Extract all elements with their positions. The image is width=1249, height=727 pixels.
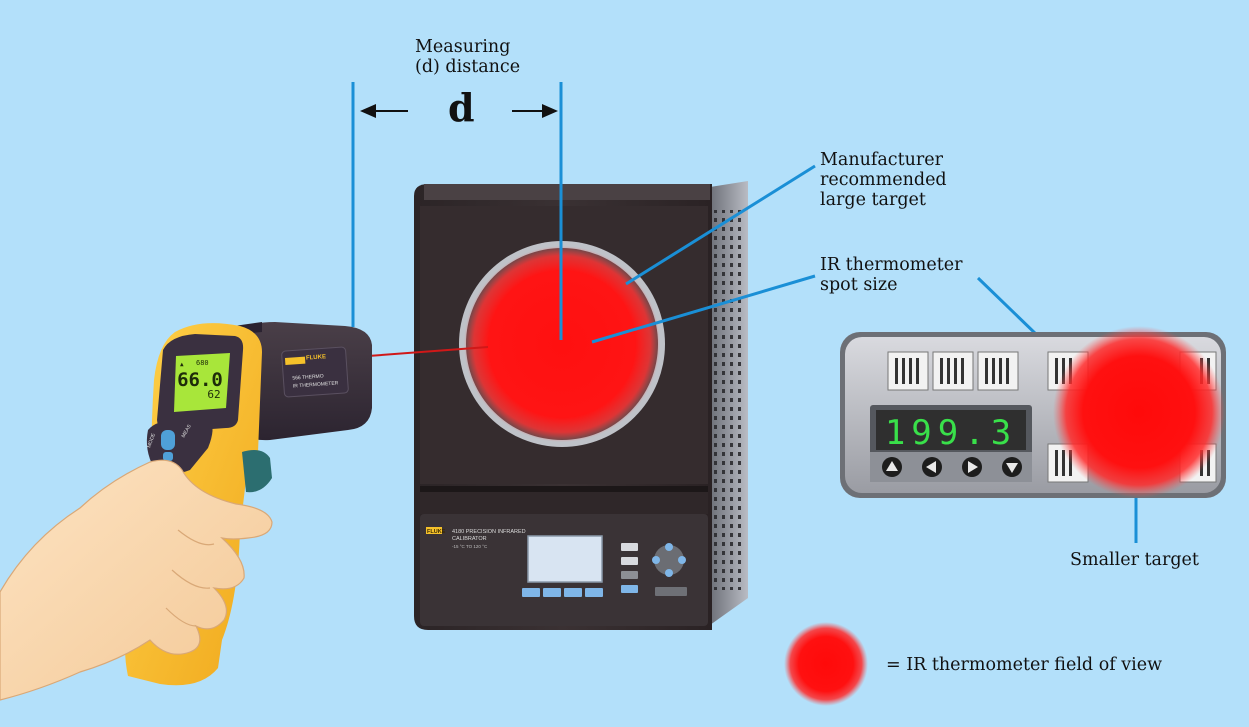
spot-size-leader <box>591 274 816 344</box>
gun-brand-logo <box>284 356 306 366</box>
calibrator-range: -15 °C TO 120 °C <box>452 544 488 549</box>
legend-field-of-view-dot <box>784 622 868 706</box>
spot-size-line2: spot size <box>820 275 898 295</box>
calibrator-vents <box>712 210 746 590</box>
ir-calibrator: FLUKE 4180 PRECISION INFRARED CALIBRATOR… <box>414 181 748 630</box>
spot-size-line1: IR thermometer <box>820 255 963 275</box>
large-target-spot <box>464 246 660 442</box>
calibrator-key-2[interactable] <box>621 557 638 565</box>
ir-thermometer-gun: FLUKE 566 THERMO IR THERMOMETER 680 ▲ 66… <box>0 322 372 701</box>
calibrator-softkey-2[interactable] <box>543 588 561 597</box>
calibrator-brand: FLUKE <box>427 529 446 535</box>
left-arrow-icon <box>926 461 936 473</box>
gun-lcd-reading: 66.0 <box>177 369 223 391</box>
calibrator-model: 4180 PRECISION INFRARED <box>452 529 526 535</box>
large-target-leader <box>625 164 816 286</box>
gun-lcd <box>174 353 230 412</box>
down-arrow-icon <box>1006 463 1018 473</box>
gun-down-button[interactable] <box>163 452 173 461</box>
right-arrow-icon <box>968 461 978 473</box>
arrow-right-icon <box>542 104 558 118</box>
terminal-block-2 <box>932 351 974 391</box>
gun-mode-button[interactable] <box>161 430 175 450</box>
smaller-target-spot <box>1053 326 1225 498</box>
calibrator-lower-band <box>420 492 708 514</box>
calibrator-softkey-1[interactable] <box>522 588 540 597</box>
gun-lcd-top-small: 680 <box>196 359 209 367</box>
gun-model-1: 566 THERMO <box>292 373 324 381</box>
finger-crease-1 <box>177 529 215 546</box>
calibrator-divider <box>420 486 708 492</box>
large-target-line3: large target <box>820 190 926 210</box>
panel-display <box>876 410 1026 450</box>
terminal-block-3 <box>977 351 1019 391</box>
legend-label: = IR thermometer field of view <box>886 655 1163 675</box>
smaller-target-label: Smaller target <box>1070 550 1199 570</box>
arrow-left-icon <box>360 104 376 118</box>
calibrator-enter-key[interactable] <box>655 587 687 596</box>
distance-d-letter: d <box>448 85 475 130</box>
measuring-label-line1: Measuring <box>415 37 511 57</box>
gun-brand: FLUKE <box>306 354 326 361</box>
terminal-block-1 <box>887 351 929 391</box>
calibrator-model-line2: CALIBRATOR <box>452 536 487 542</box>
large-target-line2: recommended <box>820 170 947 190</box>
calibrator-key-1[interactable] <box>621 543 638 551</box>
distance-arrows <box>360 104 558 118</box>
gun-lcd-sub-reading: 62 <box>207 388 220 401</box>
spot-size-label: IR thermometer spot size <box>820 255 963 295</box>
nav-right-icon[interactable] <box>678 556 686 564</box>
calibrator-key-3[interactable] <box>621 571 638 579</box>
gun-model-2: IR THERMOMETER <box>293 380 339 389</box>
panel-display-value: 199.3 <box>885 413 1017 453</box>
large-target-line1: Manufacturer <box>820 150 943 170</box>
measuring-label-line2: (d) distance <box>415 57 521 77</box>
laser-beam <box>367 346 489 357</box>
calibrator-softkey-4[interactable] <box>585 588 603 597</box>
large-target-label: Manufacturer recommended large target <box>820 150 947 210</box>
calibrator-top-edge <box>424 184 710 200</box>
hand <box>0 459 273 701</box>
calibrator-softkey-3[interactable] <box>564 588 582 597</box>
calibrator-screen <box>527 535 603 583</box>
calibrator-brand-logo <box>426 527 442 534</box>
nav-down-icon[interactable] <box>665 569 673 577</box>
nav-left-icon[interactable] <box>652 556 660 564</box>
calibrator-nav-pad[interactable] <box>654 545 684 575</box>
measuring-distance-label: Measuring (d) distance <box>415 37 520 77</box>
gun-btn-label-left: MODE <box>146 432 157 449</box>
up-arrow-icon <box>886 461 898 471</box>
gun-lcd-indicator: ▲ <box>180 361 184 368</box>
control-panel-device: 199.3 <box>840 326 1226 498</box>
nav-up-icon[interactable] <box>665 543 673 551</box>
calibrator-key-4[interactable] <box>621 585 638 593</box>
panel-buttons <box>870 452 1032 482</box>
finger-crease-2 <box>171 569 211 589</box>
finger-crease-3 <box>165 607 197 627</box>
gun-trigger[interactable] <box>242 450 272 493</box>
